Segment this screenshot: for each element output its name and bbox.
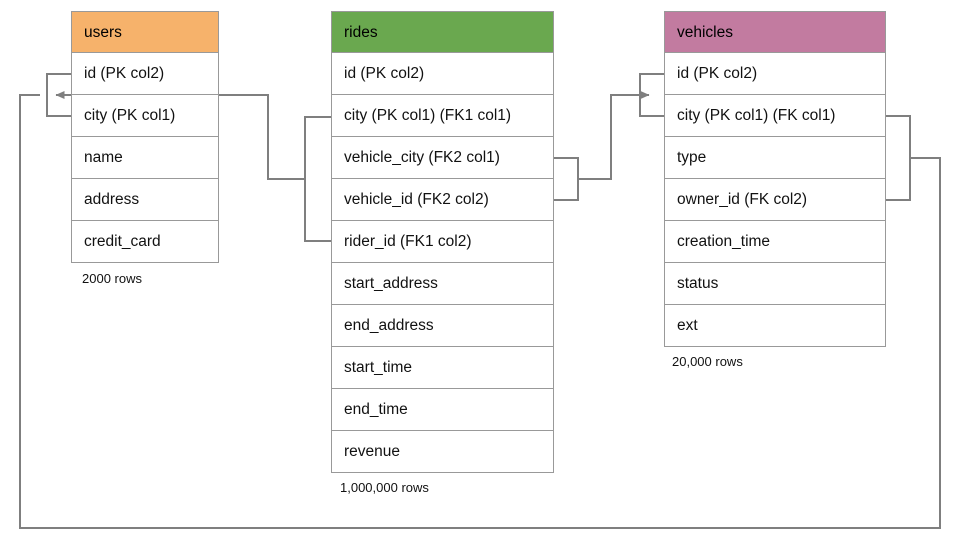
row-count-vehicles: 20,000 rows (672, 354, 743, 369)
edge-bracket-users-pk (46, 73, 71, 117)
entity-header-rides: rides (331, 11, 554, 53)
field-vehicles-status[interactable]: status (664, 263, 886, 305)
field-rides-end-address[interactable]: end_address (331, 305, 554, 347)
entity-header-users: users (71, 11, 219, 53)
field-users-id[interactable]: id (PK col2) (71, 53, 219, 95)
field-users-name[interactable]: name (71, 137, 219, 179)
field-vehicles-owner-id[interactable]: owner_id (FK col2) (664, 179, 886, 221)
entity-table-rides[interactable]: rides id (PK col2) city (PK col1) (FK1 c… (331, 11, 554, 473)
field-rides-vehicle-id[interactable]: vehicle_id (FK2 col2) (331, 179, 554, 221)
field-vehicles-creation-time[interactable]: creation_time (664, 221, 886, 263)
field-vehicles-type[interactable]: type (664, 137, 886, 179)
field-users-city[interactable]: city (PK col1) (71, 95, 219, 137)
field-vehicles-ext[interactable]: ext (664, 305, 886, 347)
field-rides-rider-id[interactable]: rider_id (FK1 col2) (331, 221, 554, 263)
entity-header-vehicles: vehicles (664, 11, 886, 53)
field-vehicles-id[interactable]: id (PK col2) (664, 53, 886, 95)
field-vehicles-city[interactable]: city (PK col1) (FK col1) (664, 95, 886, 137)
field-users-address[interactable]: address (71, 179, 219, 221)
field-rides-start-time[interactable]: start_time (331, 347, 554, 389)
entity-table-vehicles[interactable]: vehicles id (PK col2) city (PK col1) (FK… (664, 11, 886, 347)
field-rides-vehicle-city[interactable]: vehicle_city (FK2 col1) (331, 137, 554, 179)
field-rides-start-address[interactable]: start_address (331, 263, 554, 305)
field-rides-revenue[interactable]: revenue (331, 431, 554, 473)
field-users-credit-card[interactable]: credit_card (71, 221, 219, 263)
field-rides-city[interactable]: city (PK col1) (FK1 col1) (331, 95, 554, 137)
field-rides-id[interactable]: id (PK col2) (331, 53, 554, 95)
row-count-rides: 1,000,000 rows (340, 480, 429, 495)
entity-table-users[interactable]: users id (PK col2) city (PK col1) name a… (71, 11, 219, 263)
field-rides-end-time[interactable]: end_time (331, 389, 554, 431)
row-count-users: 2000 rows (82, 271, 142, 286)
relationship-fk2-rides-vehicles (554, 73, 664, 201)
